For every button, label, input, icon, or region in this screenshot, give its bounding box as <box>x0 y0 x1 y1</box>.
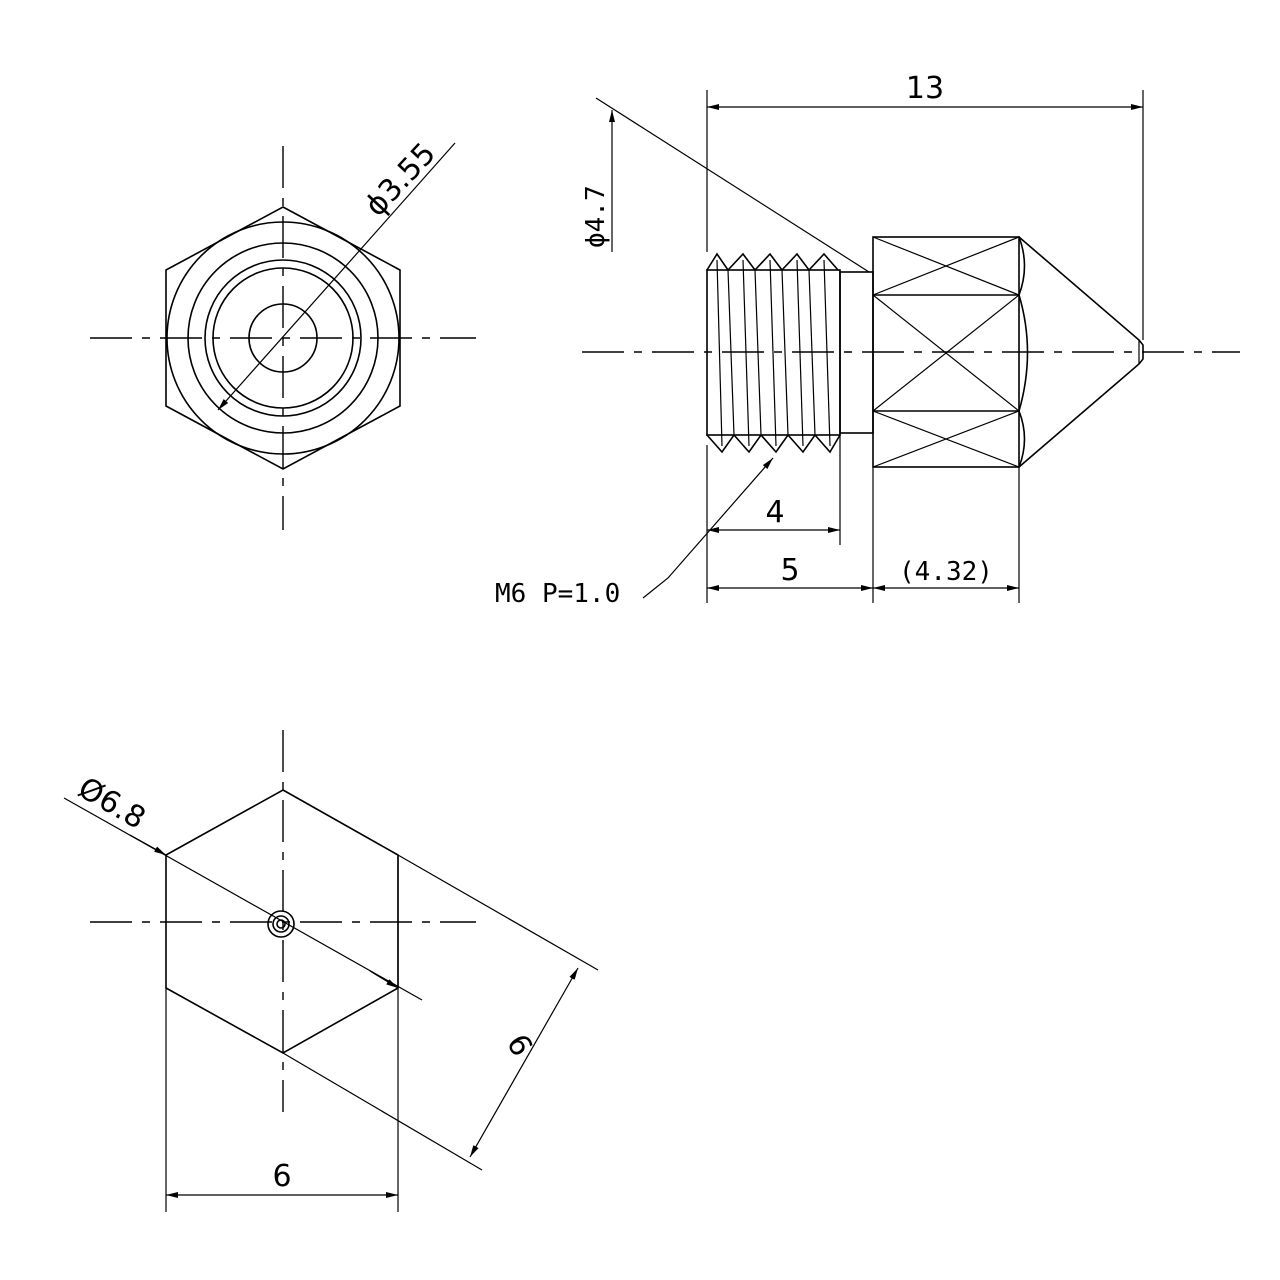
thread-spec-leader <box>642 457 774 599</box>
front-hole-diameter-label: ϕ3.55 <box>358 136 443 223</box>
end-view-circle-4 <box>212 267 354 409</box>
bottom-width-label: 6 <box>272 1159 291 1194</box>
hex-chamfer-arcs <box>1018 236 1029 468</box>
bottom-view-orifice-mid <box>272 915 290 933</box>
thread-top-profile <box>706 252 839 272</box>
end-view-outer-circle <box>166 221 400 455</box>
cone-diameter-leader <box>595 97 870 273</box>
thread-slant-lines <box>716 259 831 447</box>
corner-diameter-arrow-right <box>369 970 399 989</box>
flat-width-ext-lower <box>282 1052 483 1171</box>
bottom-view: Ø6.8 6 6 <box>63 730 599 1212</box>
shank-length-label: 5 <box>780 553 799 588</box>
hex-face-crosses <box>872 236 1020 468</box>
end-view-hexagon <box>165 206 401 470</box>
bottom-view-orifice-outer <box>267 910 295 938</box>
front-hole-diameter-leader <box>217 142 456 411</box>
thread-length-label: 4 <box>765 495 784 530</box>
corner-diameter-line <box>63 797 423 1001</box>
end-view-bore-circle <box>248 303 318 373</box>
corner-diameter-arrow-left <box>129 834 167 856</box>
end-view-circle-2 <box>187 242 379 434</box>
flat-width-ext-upper <box>397 854 599 971</box>
nozzle-cone <box>1018 236 1144 468</box>
flat-width-diag-dim-line <box>469 967 579 1158</box>
flat-width-diag-label: 6 <box>499 1029 539 1063</box>
cone-diameter-label: ϕ4.7 <box>581 185 611 248</box>
thread-bottom-profile <box>706 433 841 454</box>
thread-spec-label: M6 P=1.0 <box>495 579 620 609</box>
end-view: ϕ3.55 <box>90 136 476 530</box>
end-view-circle-3 <box>204 259 362 417</box>
hex-length-label: (4.32) <box>899 557 993 587</box>
side-view: 13 ϕ4.7 4 5 (4.32) M6 P=1.0 <box>495 71 1240 609</box>
hex-body <box>872 236 1020 468</box>
corner-diameter-label: Ø6.8 <box>72 771 151 837</box>
bottom-view-orifice-inner <box>276 919 286 929</box>
overall-length-label: 13 <box>906 71 944 106</box>
